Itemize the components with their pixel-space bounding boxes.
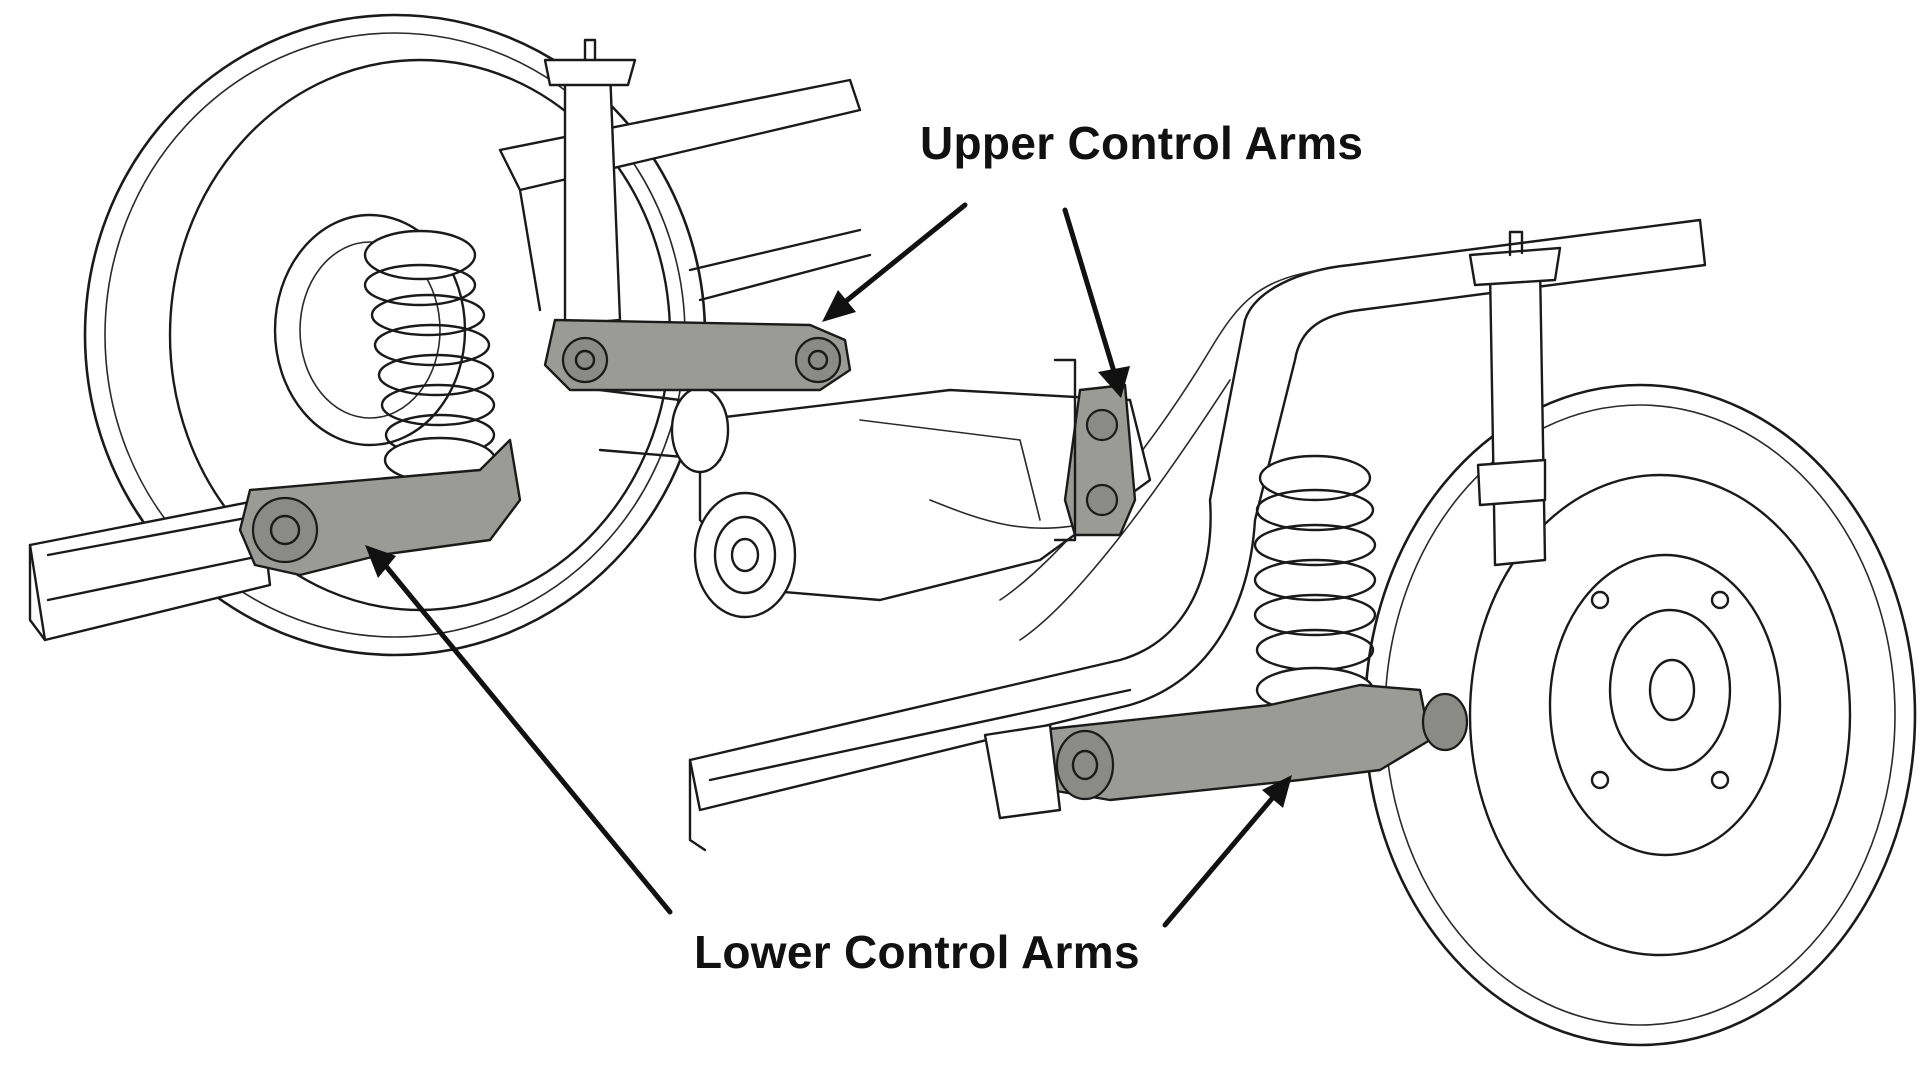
upper-arm-pointer-2 [1062, 207, 1130, 398]
lower-arm-pointer-2 [1162, 775, 1292, 928]
upper-control-arm-right [1053, 358, 1137, 542]
lower-control-arm-left [238, 438, 522, 577]
upper-control-arm-left [543, 318, 852, 392]
lower-control-arms-label: Lower Control Arms [694, 926, 1140, 978]
lower-arm-pointer-1 [365, 545, 673, 915]
right-coil-spring [1253, 454, 1377, 714]
right-shock [1468, 230, 1562, 567]
upper-arm-pointer-1 [822, 202, 968, 322]
differential [598, 386, 1152, 619]
upper-control-arms-label: Upper Control Arms [920, 117, 1364, 169]
left-shock [543, 38, 637, 327]
lower-control-arm-right [983, 683, 1469, 820]
